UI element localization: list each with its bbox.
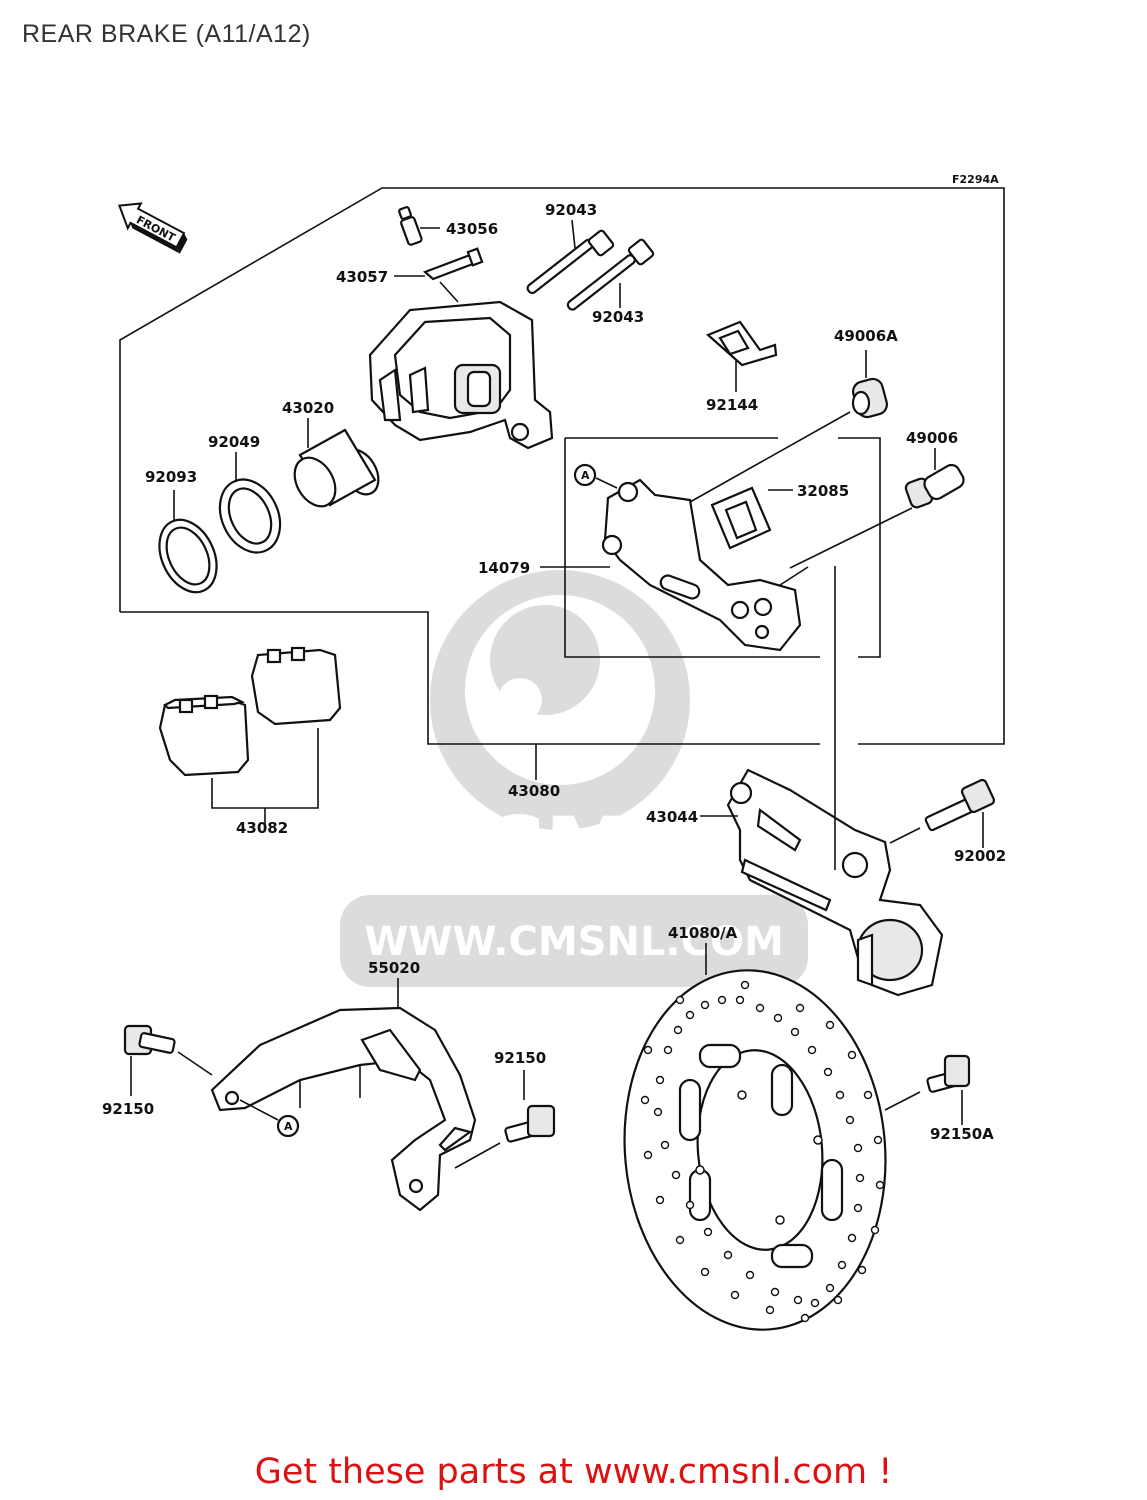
label-43082: 43082 (236, 819, 288, 837)
label-43056: 43056 (446, 220, 498, 238)
reference-marker-a-lower (276, 1114, 300, 1138)
caliper-body (368, 300, 554, 450)
label-49006A: 49006A (834, 327, 898, 345)
label-92093: 92093 (145, 468, 197, 486)
label-92150-left: 92150 (102, 1100, 154, 1118)
sub-assembly-frame (564, 438, 820, 658)
label-43020: 43020 (282, 399, 334, 417)
bleeder-valve-43056 (398, 206, 440, 246)
label-92150A: 92150A (930, 1125, 994, 1143)
front-arrow-icon: FRONT (117, 202, 188, 254)
page-title: REAR BRAKE (A11/A12) (22, 20, 311, 48)
boot-49006A (851, 377, 889, 419)
label-43044: 43044 (646, 808, 698, 826)
assembly-frame (120, 611, 820, 745)
label-92043-lower: 92043 (592, 308, 644, 326)
watermark-logo-text: CMS (480, 798, 696, 901)
pad-spring-43057 (422, 247, 484, 281)
slide-pin-92043-upper (526, 229, 615, 295)
seal-92049 (218, 478, 282, 554)
caliper-bracket-14079 (601, 478, 809, 652)
reference-marker-a-upper-label: A (581, 469, 590, 482)
reference-marker-a-lower-label: A (284, 1120, 293, 1133)
footer-link[interactable]: Get these parts at www.cmsnl.com ! (254, 1452, 893, 1492)
parts-diagram: CMS WWW.CMSNL.COM F2294A FRONT 43056 920… (102, 173, 1006, 1331)
label-92002: 92002 (954, 847, 1006, 865)
piston-43020 (293, 428, 380, 508)
label-14079: 14079 (478, 559, 530, 577)
label-92150-middle: 92150 (494, 1049, 546, 1067)
label-92144: 92144 (706, 396, 758, 414)
label-49006: 49006 (906, 429, 958, 447)
brake-disc-41080 (623, 969, 887, 1331)
pin-49006 (904, 463, 965, 509)
watermark-url: WWW.CMSNL.COM (364, 919, 784, 965)
figure-code: F2294A (952, 173, 999, 186)
bracket-43044 (726, 768, 944, 997)
clip-32085 (710, 486, 772, 550)
bolt-92150A (926, 1054, 971, 1093)
label-92043-upper: 92043 (545, 201, 597, 219)
label-43057: 43057 (336, 268, 388, 286)
label-41080: 41080/A (668, 924, 738, 942)
watermark-logo: CMS WWW.CMSNL.COM (340, 570, 808, 987)
reference-marker-a-upper (573, 463, 597, 487)
bolt-92150-left (123, 1024, 176, 1056)
disc-guard-55020 (210, 1006, 477, 1212)
bolt-92002 (924, 778, 996, 832)
label-55020: 55020 (368, 959, 420, 977)
label-43080: 43080 (508, 782, 560, 800)
brake-pads-43082 (158, 646, 342, 777)
label-92049: 92049 (208, 433, 260, 451)
slide-pin-92043-lower (566, 238, 655, 311)
pad-clip-92144 (705, 320, 778, 367)
seal-92093 (158, 518, 218, 594)
bolt-92150-middle (504, 1104, 556, 1143)
label-32085: 32085 (797, 482, 849, 500)
